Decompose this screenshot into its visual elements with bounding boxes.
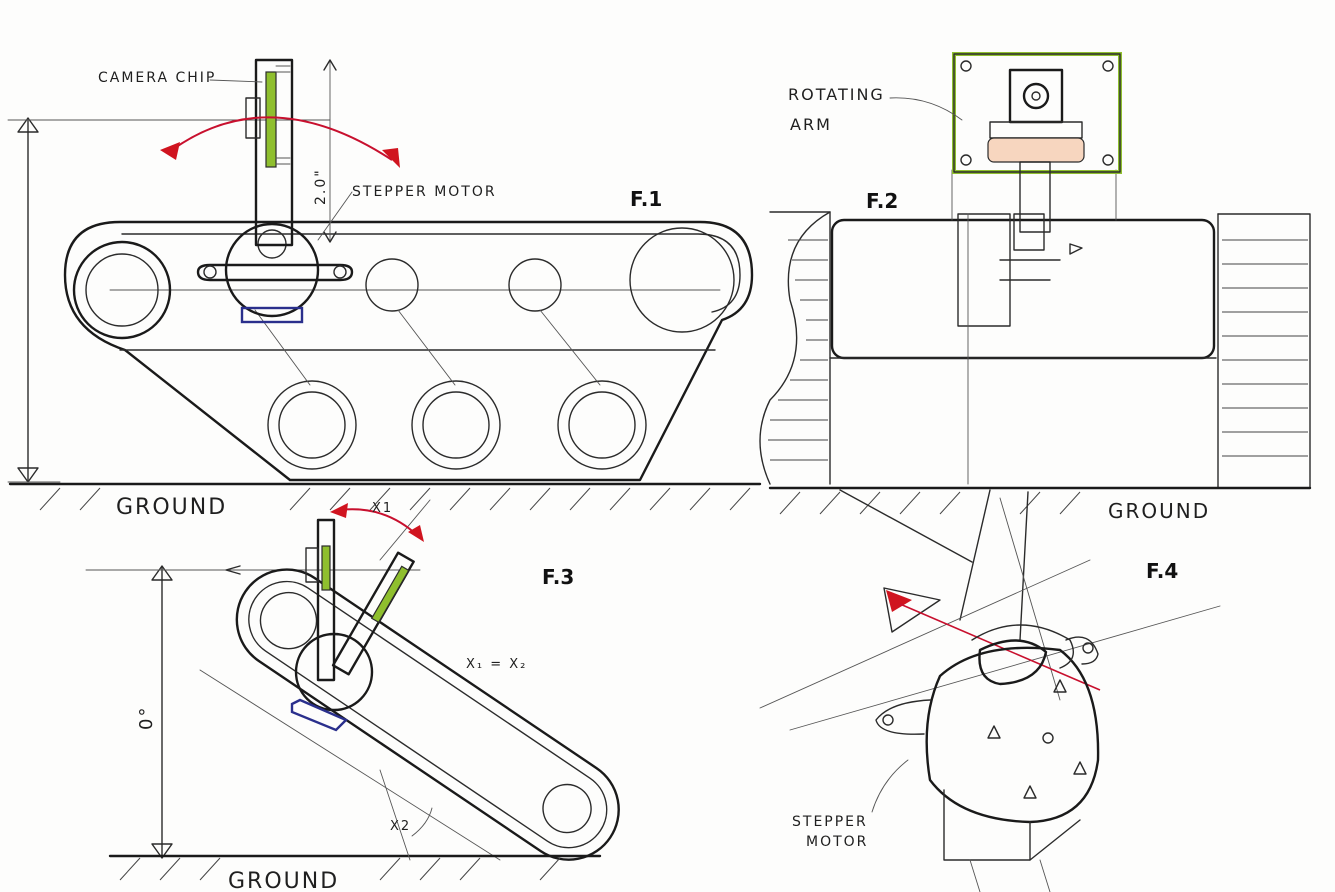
stepper-motor-label: STEPPER MOTOR	[352, 184, 497, 200]
figure-2: ROTATING ARM GROUND F.2	[759, 52, 1312, 523]
figure-3-label: F.3	[542, 565, 574, 589]
figure-3: X1 X2 X₁ = X₂ 0° GROUND F.3	[85, 499, 620, 892]
dimension-label: 2.0"	[313, 168, 329, 205]
angle-label: 0°	[136, 706, 157, 730]
x2-label: X2	[390, 819, 411, 834]
camera-chip-label: CAMERA CHIP	[98, 70, 216, 86]
figure-1: CAMERA CHIP STEPPER MOTOR 2.0" GROUND F.…	[7, 58, 762, 520]
ground-label-f1: GROUND	[116, 495, 227, 520]
figure-4: STEPPER MOTOR F.4	[759, 489, 1221, 892]
figure-2-label: F.2	[866, 189, 898, 213]
figure-4-label: F.4	[1146, 559, 1178, 583]
x1-label: X1	[372, 501, 393, 516]
stepper-label-f4: STEPPER	[792, 814, 868, 830]
motor-label-f4: MOTOR	[806, 834, 868, 850]
ground-label-f2: GROUND	[1108, 499, 1210, 523]
figure-1-label: F.1	[630, 187, 662, 211]
ground-label-f3: GROUND	[228, 869, 339, 892]
equation-label: X₁ = X₂	[466, 657, 527, 672]
rotating-arm-label-line2: ARM	[790, 115, 832, 134]
rotating-arm-label-line1: ROTATING	[788, 85, 885, 104]
